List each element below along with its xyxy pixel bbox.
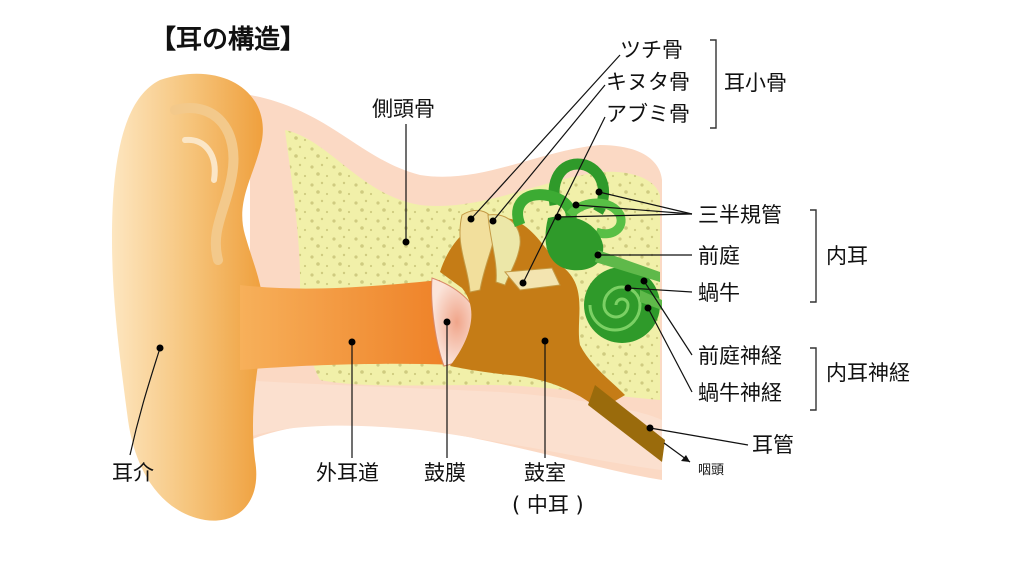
lower-tissue — [240, 380, 662, 470]
label-auricle: 耳介 — [112, 461, 154, 485]
cochlea-spiral — [588, 285, 642, 332]
label-cochlear-nerve: 蝸牛神経 — [698, 381, 782, 405]
bracket-ossicles — [710, 39, 717, 129]
eustachian-tube — [588, 385, 665, 462]
label-malleus: ツチ骨 — [620, 38, 683, 62]
auricle-fold — [170, 103, 239, 265]
label-stapes: アブミ骨 — [606, 102, 690, 126]
cochlear-nerve-shape — [640, 290, 662, 310]
ossicle-malleus — [459, 210, 496, 293]
label-pharynx: 咽頭 — [698, 463, 724, 478]
label-ear-canal: 外耳道 — [316, 461, 379, 485]
vestibular-nerve-shape — [595, 250, 660, 282]
label-ossicles: 耳小骨 — [724, 71, 787, 95]
bracket-inner-ear — [810, 209, 817, 303]
label-vestibular-nerve: 前庭神経 — [698, 344, 782, 368]
ear-canal-shape — [240, 280, 455, 370]
label-middle-ear: ( 中耳 ) — [512, 493, 584, 517]
ossicle-stapes — [504, 267, 561, 291]
vestibule-shape — [545, 216, 604, 271]
label-semicircular-canals: 三半規管 — [698, 203, 782, 227]
label-temporal-bone: 側頭骨 — [372, 97, 435, 121]
auricle-inner — [182, 136, 218, 183]
label-tympanic-cavity: 鼓室 — [524, 461, 566, 485]
leader-lines — [129, 54, 749, 463]
label-cochlea: 蝸牛 — [698, 281, 740, 305]
label-eardrum: 鼓膜 — [424, 461, 466, 485]
cochlea-shape — [584, 267, 660, 343]
label-eustachian-tube: 耳管 — [752, 433, 794, 457]
diagram-title: 【耳の構造】 — [150, 25, 306, 55]
bracket-inner-nerve — [810, 347, 817, 411]
semicircular-canal-1 — [548, 158, 610, 215]
label-inner-ear-nerve: 内耳神経 — [826, 361, 910, 385]
label-incus: キヌタ骨 — [606, 70, 690, 94]
label-inner-ear: 内耳 — [826, 244, 868, 268]
label-vestibule: 前庭 — [698, 244, 740, 268]
